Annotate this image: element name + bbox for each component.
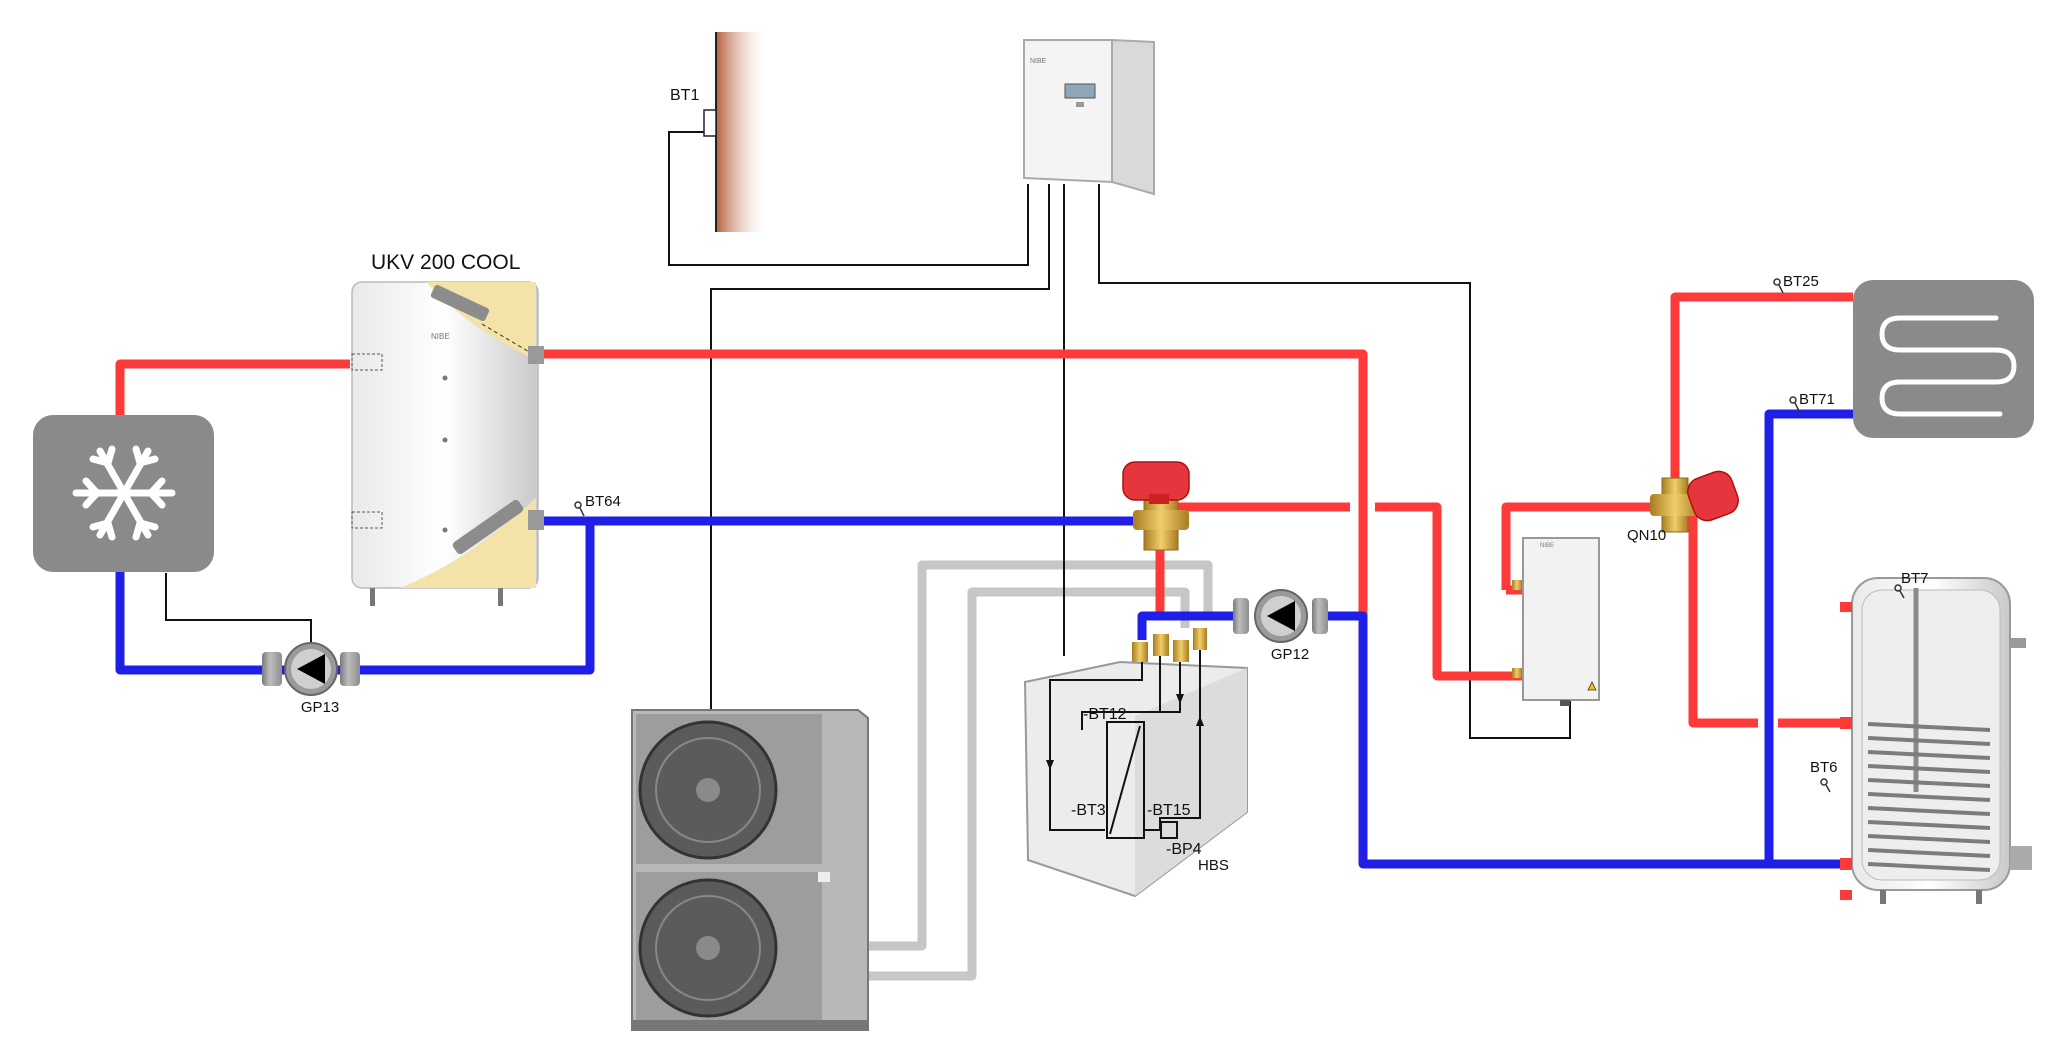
pump-gp12[interactable] (1233, 589, 1328, 643)
shunt-valve-qn10[interactable] (1650, 467, 1742, 533)
changeover-valve[interactable] (1122, 461, 1190, 551)
label-bt12: -BT12 (1083, 706, 1127, 723)
cooling-emitter (33, 415, 214, 572)
outdoor-sensor-icon (703, 109, 717, 137)
outdoor-unit (631, 709, 869, 1031)
label-bt3: -BT3 (1071, 802, 1106, 819)
return-pipes (115, 409, 1853, 869)
shunt-valve-icon (1687, 470, 1739, 522)
label-gp12: GP12 (1271, 646, 1309, 663)
outdoor-wall (703, 32, 770, 232)
display-screen (1064, 83, 1096, 99)
buffer-tank (351, 281, 544, 606)
heater-brand-mark: NIBE (1540, 543, 1554, 549)
control-module (1023, 38, 1155, 196)
signal-wires (165, 131, 1571, 739)
tank-brand-mark: NIBE (431, 332, 450, 341)
snowflake-icon (72, 445, 176, 541)
label-bt15: -BT15 (1147, 802, 1191, 819)
label-bt25: BT25 (1783, 273, 1819, 290)
label-gp13: GP13 (301, 699, 339, 716)
sensor-icon (1820, 584, 1905, 793)
brand-mark: NIBE (1030, 58, 1047, 65)
label-buffer-tank: UKV 200 COOL (371, 251, 520, 274)
label-bt64: BT64 (585, 493, 621, 510)
pump-gp13[interactable] (262, 642, 360, 696)
sensor-icon (574, 501, 585, 517)
floor-heating-emitter (1853, 280, 2034, 438)
pump-icon (297, 654, 325, 684)
floor-heating-coil-icon (1879, 315, 2017, 417)
pump-icon (1267, 601, 1295, 631)
refrigerant-lines (868, 560, 1213, 981)
sensor-icon (1773, 278, 1800, 412)
hot-water-tank (1840, 577, 2032, 904)
label-hbs: HBS (1198, 857, 1229, 874)
hbs-module (1023, 628, 1248, 898)
label-bt71: BT71 (1799, 391, 1835, 408)
label-qn10: QN10 (1627, 527, 1666, 544)
label-bt6: BT6 (1810, 759, 1838, 776)
label-bt1: BT1 (670, 87, 699, 104)
label-bt7: BT7 (1901, 570, 1929, 587)
electric-heater (1512, 537, 1600, 706)
label-bp4: -BP4 (1166, 841, 1202, 858)
warning-icon (1587, 681, 1597, 691)
